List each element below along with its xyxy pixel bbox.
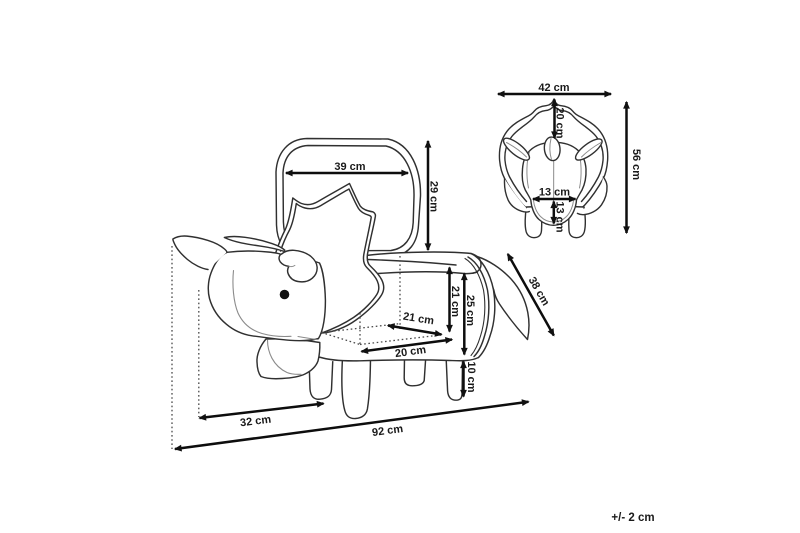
svg-text:92 cm: 92 cm — [371, 423, 404, 439]
svg-text:10 cm: 10 cm — [465, 361, 477, 392]
svg-text:21 cm: 21 cm — [402, 311, 435, 328]
svg-text:39 cm: 39 cm — [334, 161, 365, 173]
svg-text:29 cm: 29 cm — [428, 181, 440, 212]
svg-text:13 cm: 13 cm — [539, 187, 570, 199]
svg-text:+/- 2 cm: +/- 2 cm — [611, 512, 654, 524]
svg-text:56 cm: 56 cm — [630, 149, 642, 180]
svg-text:20 cm: 20 cm — [554, 107, 566, 138]
svg-text:32 cm: 32 cm — [239, 414, 272, 430]
svg-text:25 cm: 25 cm — [464, 295, 476, 326]
svg-text:20 cm: 20 cm — [394, 344, 427, 360]
svg-text:42 cm: 42 cm — [538, 82, 569, 94]
svg-text:13 cm: 13 cm — [554, 201, 566, 232]
svg-text:21 cm: 21 cm — [449, 286, 461, 317]
